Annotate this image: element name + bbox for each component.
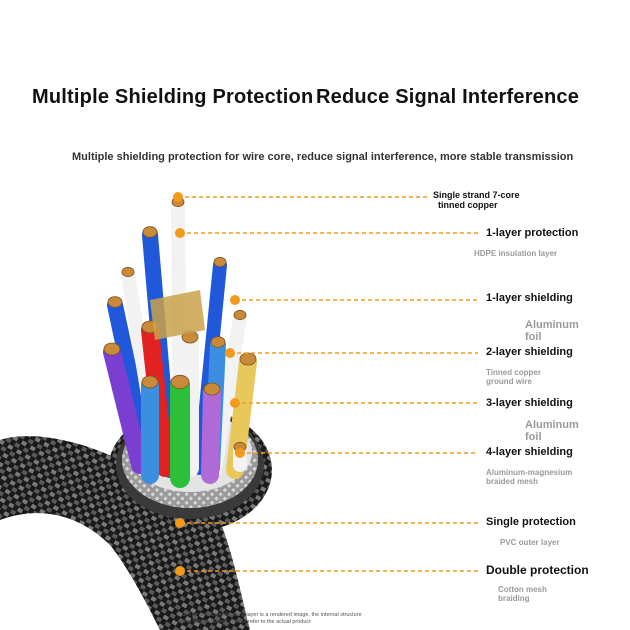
title-part-a: Multiple Shielding Protection — [32, 86, 314, 108]
label-cotton-mesh: Cotton mesh braiding — [498, 585, 547, 603]
label-1-layer-shielding: 1-layer shielding — [486, 292, 573, 304]
copper-core-tip — [233, 309, 247, 321]
label-core-main: Single strand 7-core — [433, 190, 520, 200]
gold-foil-wrap — [150, 290, 205, 340]
label-aluminum-foil-1: Aluminum foil — [525, 319, 579, 343]
copper-core-tip — [203, 382, 221, 396]
copper-core-tip — [142, 226, 158, 238]
label-double-protection: Double protection — [486, 563, 589, 577]
label-tinned-copper-ground: Tinned copper ground wire — [486, 368, 541, 386]
wire-bundle — [103, 196, 257, 488]
leader-dot — [230, 398, 240, 408]
footnote-line-2: is not fully displayed, please refer to … — [178, 619, 311, 625]
cable-body-braid — [0, 436, 250, 630]
leader-dot — [175, 566, 185, 576]
title-part-b: Reduce Signal Interference — [316, 86, 580, 108]
label-4-layer-shielding: 4-layer shielding — [486, 446, 573, 458]
wire-insulation — [201, 383, 221, 484]
copper-core-tip — [107, 296, 123, 308]
label-1-layer-protection: 1-layer protection — [486, 227, 579, 239]
wire-insulation — [103, 343, 149, 474]
leader-dot — [173, 192, 183, 202]
copper-core-tip — [170, 374, 190, 390]
label-al-mg-mesh: Aluminum-magnesium braided mesh — [486, 468, 573, 486]
label-3-layer-shielding: 3-layer shielding — [486, 397, 573, 409]
copper-core-tip — [141, 375, 159, 389]
label-core-sub: tinned copper — [438, 200, 498, 210]
subtitle: Multiple shielding protection for wire c… — [72, 151, 574, 163]
copper-core-tip — [210, 336, 226, 348]
leader-dot — [235, 448, 245, 458]
leader-dot — [225, 348, 235, 358]
label-pvc-outer: PVC outer layer — [500, 538, 560, 547]
leader-dot — [175, 228, 185, 238]
footnote-line-1: PS: The wire core/shielding layer is a r… — [178, 612, 362, 618]
copper-core-tip — [213, 256, 227, 268]
label-aluminum-foil-2: Aluminum foil — [525, 419, 579, 443]
label-2-layer-shielding: 2-layer shielding — [486, 346, 573, 358]
label-hdpe: HDPE insulation layer — [474, 249, 558, 258]
leader-dot — [175, 518, 185, 528]
footnote: PS: The wire core/shielding layer is a r… — [178, 612, 362, 626]
leader-dot — [230, 295, 240, 305]
copper-core-tip — [121, 266, 135, 278]
label-single-protection: Single protection — [486, 516, 576, 528]
copper-core-tip — [103, 342, 121, 356]
